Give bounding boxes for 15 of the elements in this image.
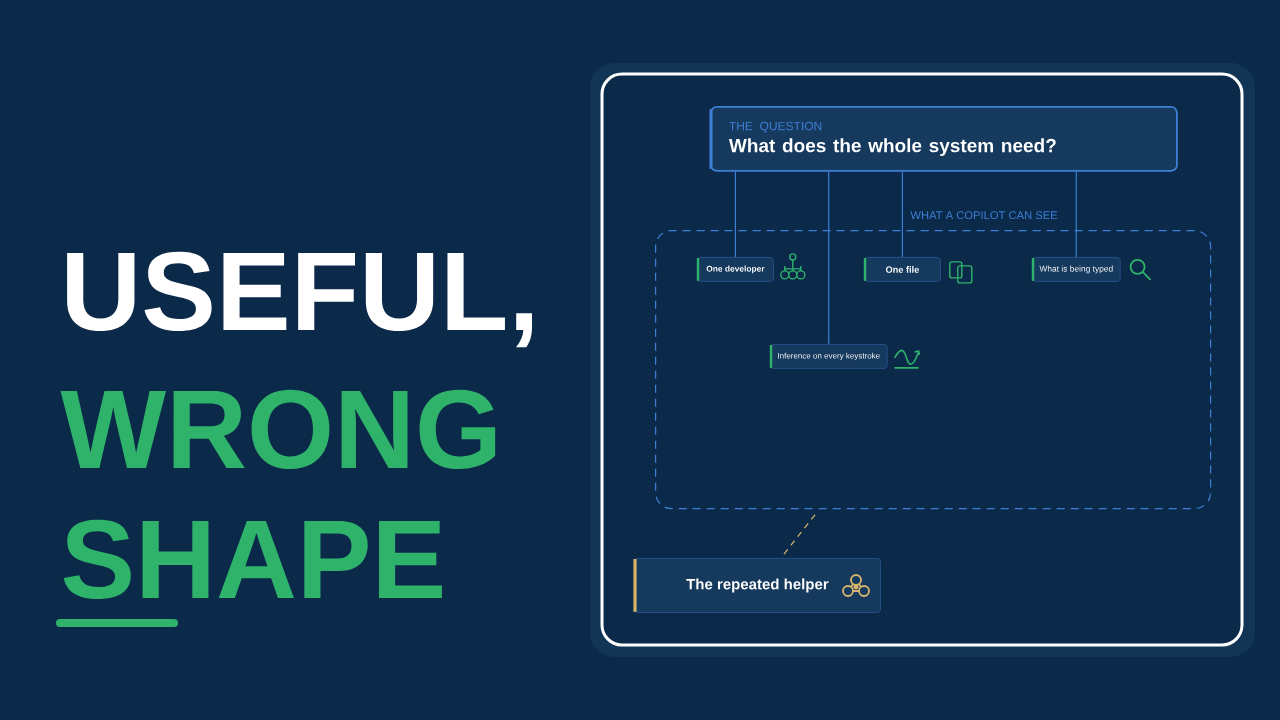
headline-text: WRONG xyxy=(60,389,496,470)
question-box: THE QUESTION What does the whole system need? xyxy=(709,106,1178,172)
text-box: One file xyxy=(863,257,941,282)
connector-line xyxy=(828,171,830,345)
highlight-box: The repeated helper xyxy=(633,558,881,613)
headline-text: SHAPE xyxy=(63,519,442,600)
headline-text: USEFUL, xyxy=(67,251,532,348)
connector-line xyxy=(901,171,903,258)
region-heading: WHAT A COPILOT CAN SEE xyxy=(910,211,1058,220)
connector-line xyxy=(783,511,818,555)
text-box: What is being typed xyxy=(1031,257,1121,282)
connector-line xyxy=(734,171,736,258)
text-box: Inference on every keystroke xyxy=(769,344,888,369)
text-box: One developer xyxy=(696,257,774,282)
connector-line xyxy=(1075,171,1077,258)
